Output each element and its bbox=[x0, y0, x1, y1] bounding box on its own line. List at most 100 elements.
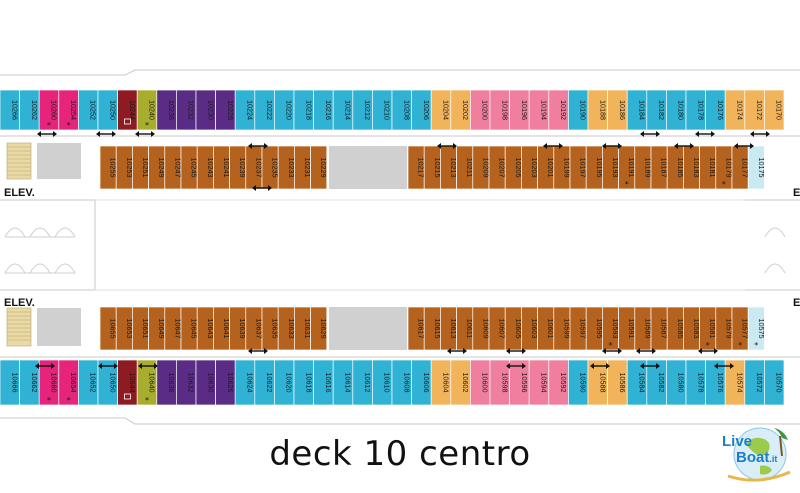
cabin-10606[interactable]: 10606 bbox=[411, 359, 432, 406]
cabin-10228[interactable]: 10228 bbox=[215, 89, 236, 131]
cabin-10181[interactable]: 10181 bbox=[699, 145, 718, 190]
cabin-10195[interactable]: 10195 bbox=[585, 145, 604, 190]
cabin-10581[interactable]: 10581* bbox=[699, 306, 718, 351]
cabin-10254[interactable]: 10254* bbox=[58, 89, 79, 131]
cabin-10250[interactable]: 10250 bbox=[97, 89, 118, 131]
cabin-10207[interactable]: 10207 bbox=[488, 145, 507, 190]
cabin-10236[interactable]: 10236 bbox=[156, 89, 177, 131]
cabin-10186[interactable]: 10186 bbox=[607, 89, 628, 131]
cabin-10655[interactable]: 10655 bbox=[99, 306, 118, 351]
cabin-10182[interactable]: 10182 bbox=[646, 89, 667, 131]
cabin-10188[interactable]: 10188 bbox=[587, 89, 608, 131]
cabin-10204[interactable]: 10204 bbox=[430, 89, 452, 131]
cabin-10209[interactable]: 10209 bbox=[472, 145, 491, 190]
cabin-10574[interactable]: 10574 bbox=[724, 359, 746, 406]
cabin-10636[interactable]: 10636 bbox=[156, 359, 177, 406]
cabin-10224[interactable]: 10224 bbox=[234, 89, 256, 131]
cabin-10577[interactable]: 10577* bbox=[731, 306, 750, 351]
cabin-10641[interactable]: 10641 bbox=[213, 306, 231, 351]
cabin-10212[interactable]: 10212 bbox=[352, 89, 373, 131]
cabin-10244[interactable]: 10244 bbox=[117, 89, 138, 131]
cabin-10644[interactable]: 10644 bbox=[117, 359, 138, 406]
cabin-10200[interactable]: 10200 bbox=[470, 89, 491, 131]
cabin-10232[interactable]: 10232 bbox=[176, 89, 197, 131]
cabin-10580[interactable]: 10580 bbox=[666, 359, 687, 406]
cabin-10205[interactable]: 10205 bbox=[504, 145, 523, 190]
cabin-10213[interactable]: 10213 bbox=[440, 145, 458, 190]
cabin-10187[interactable]: 10187 bbox=[650, 145, 669, 190]
cabin-10639[interactable]: 10639 bbox=[229, 306, 248, 351]
cabin-10239[interactable]: 10239 bbox=[229, 145, 248, 190]
cabin-10249[interactable]: 10249 bbox=[148, 145, 167, 190]
cabin-10597[interactable]: 10597 bbox=[569, 306, 588, 351]
cabin-10609[interactable]: 10609 bbox=[472, 306, 491, 351]
cabin-10596[interactable]: 10596 bbox=[509, 359, 530, 406]
cabin-10610[interactable]: 10610 bbox=[372, 359, 393, 406]
cabin-10266[interactable]: 10266 bbox=[0, 89, 20, 131]
cabin-10251[interactable]: 10251 bbox=[132, 145, 150, 190]
cabin-10599[interactable]: 10599 bbox=[553, 306, 572, 351]
cabin-10645[interactable]: 10645 bbox=[180, 306, 199, 351]
cabin-10617[interactable]: 10617 bbox=[407, 306, 426, 351]
cabin-10222[interactable]: 10222 bbox=[254, 89, 275, 131]
cabin-10220[interactable]: 10220 bbox=[274, 89, 295, 131]
cabin-10218[interactable]: 10218 bbox=[293, 89, 314, 131]
cabin-10180[interactable]: 10180 bbox=[666, 89, 687, 131]
cabin-10585[interactable]: 10585 bbox=[666, 306, 685, 351]
cabin-10570[interactable]: 10570 bbox=[764, 359, 785, 406]
cabin-10591[interactable]: 10591 bbox=[618, 306, 637, 351]
cabin-10572[interactable]: 10572 bbox=[744, 359, 765, 406]
cabin-10622[interactable]: 10622 bbox=[254, 359, 275, 406]
cabin-10201[interactable]: 10201 bbox=[537, 145, 556, 190]
cabin-10653[interactable]: 10653 bbox=[115, 306, 134, 351]
cabin-10635[interactable]: 10635 bbox=[261, 306, 280, 351]
cabin-10592[interactable]: 10592 bbox=[548, 359, 569, 406]
cabin-10170[interactable]: 10170 bbox=[764, 89, 785, 131]
cabin-10192[interactable]: 10192 bbox=[548, 89, 569, 131]
cabin-10245[interactable]: 10245 bbox=[180, 145, 199, 190]
cabin-10214[interactable]: 10214 bbox=[332, 89, 354, 131]
cabin-10651[interactable]: 10651 bbox=[132, 306, 150, 351]
cabin-10604[interactable]: 10604 bbox=[430, 359, 452, 406]
cabin-10229[interactable]: 10229 bbox=[310, 145, 329, 190]
cabin-10605[interactable]: 10605 bbox=[504, 306, 523, 351]
cabin-10588[interactable]: 10588 bbox=[587, 359, 608, 406]
cabin-10618[interactable]: 10618 bbox=[293, 359, 314, 406]
cabin-10598[interactable]: 10598 bbox=[489, 359, 510, 406]
cabin-10198[interactable]: 10198 bbox=[489, 89, 510, 131]
cabin-10197[interactable]: 10197 bbox=[569, 145, 588, 190]
cabin-10202[interactable]: 10202 bbox=[450, 89, 471, 131]
cabin-10607[interactable]: 10607 bbox=[488, 306, 507, 351]
cabin-10660[interactable]: 10660* bbox=[38, 359, 60, 406]
cabin-10631[interactable]: 10631 bbox=[294, 306, 312, 351]
cabin-10189[interactable]: 10189 bbox=[634, 145, 653, 190]
cabin-10178[interactable]: 10178 bbox=[685, 89, 706, 131]
cabin-10231[interactable]: 10231 bbox=[294, 145, 312, 190]
cabin-10235[interactable]: 10235 bbox=[261, 145, 280, 190]
cabin-10247[interactable]: 10247 bbox=[164, 145, 183, 190]
cabin-10179[interactable]: 10179* bbox=[715, 145, 734, 190]
cabin-10594[interactable]: 10594 bbox=[528, 359, 550, 406]
cabin-10243[interactable]: 10243 bbox=[196, 145, 215, 190]
cabin-10215[interactable]: 10215 bbox=[423, 145, 442, 190]
cabin-10184[interactable]: 10184 bbox=[626, 89, 648, 131]
cabin-10174[interactable]: 10174 bbox=[724, 89, 746, 131]
cabin-10210[interactable]: 10210 bbox=[372, 89, 393, 131]
cabin-10613[interactable]: 10613 bbox=[440, 306, 458, 351]
cabin-10191[interactable]: 10191* bbox=[618, 145, 637, 190]
cabin-10587[interactable]: 10587 bbox=[650, 306, 669, 351]
cabin-10630[interactable]: 10630 bbox=[195, 359, 216, 406]
cabin-10603[interactable]: 10603 bbox=[521, 306, 539, 351]
cabin-10196[interactable]: 10196 bbox=[509, 89, 530, 131]
cabin-10193[interactable]: 10193 bbox=[602, 145, 620, 190]
cabin-10620[interactable]: 10620 bbox=[274, 359, 295, 406]
cabin-10252[interactable]: 10252 bbox=[78, 89, 99, 131]
cabin-10203[interactable]: 10203 bbox=[521, 145, 539, 190]
cabin-10172[interactable]: 10172 bbox=[744, 89, 765, 131]
cabin-10253[interactable]: 10253 bbox=[115, 145, 134, 190]
cabin-10654[interactable]: 10654* bbox=[58, 359, 79, 406]
cabin-10600[interactable]: 10600 bbox=[470, 359, 491, 406]
cabin-10589[interactable]: 10589 bbox=[634, 306, 653, 351]
cabin-10217[interactable]: 10217 bbox=[407, 145, 426, 190]
cabin-10237[interactable]: 10237 bbox=[245, 145, 264, 190]
